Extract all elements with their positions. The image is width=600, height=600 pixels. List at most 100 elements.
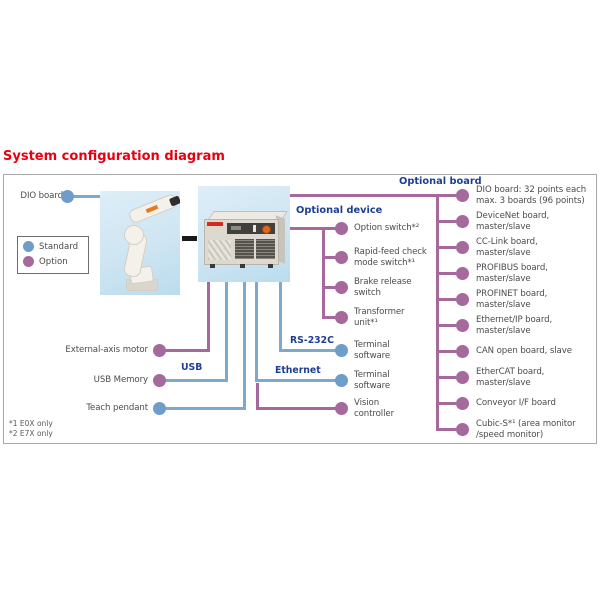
connector-line	[207, 282, 210, 352]
connector-line	[436, 324, 456, 327]
connector-line	[160, 379, 228, 382]
connector-line	[68, 195, 103, 198]
controller-front-face	[204, 219, 279, 265]
controller-image	[198, 186, 290, 282]
controller-foot	[210, 264, 215, 268]
optional-board-item: DIO board: 32 points each max. 3 boards …	[476, 185, 587, 206]
optional-board-item: EtherCAT board, master/slave	[476, 367, 545, 388]
legend: Standard Option	[17, 236, 89, 274]
footnote-2: *2 E7X only	[9, 429, 53, 438]
controller-vent	[235, 239, 254, 259]
option-dot	[335, 222, 348, 235]
optional-device-item: Rapid-feed check mode switch*¹	[354, 247, 427, 268]
label-usb-memory: USB Memory	[93, 375, 148, 385]
legend-standard-label: Standard	[39, 241, 79, 252]
controller-control-panel	[227, 223, 275, 234]
legend-option-label: Option	[39, 256, 68, 267]
controller-display	[231, 226, 241, 230]
optional-board-item: DeviceNet board, master/slave	[476, 211, 550, 232]
connector-line	[225, 282, 228, 382]
connector-line	[279, 282, 282, 352]
label-dio-board: DIO board	[20, 191, 63, 201]
option-dot	[335, 311, 348, 324]
option-dot	[456, 371, 469, 384]
diagram-border	[3, 174, 597, 444]
option-dot	[153, 344, 166, 357]
emergency-stop-button	[262, 225, 271, 234]
connector-line	[160, 349, 210, 352]
option-dot	[335, 251, 348, 264]
controller-brand-label	[207, 222, 223, 226]
controller-switch	[253, 225, 256, 232]
legend-standard-row: Standard	[23, 241, 88, 252]
option-dot	[456, 423, 469, 436]
usb-bus-label: USB	[181, 362, 203, 373]
connector-line	[436, 298, 456, 301]
connector-line	[279, 349, 341, 352]
option-dot	[153, 374, 166, 387]
option-dot	[335, 402, 348, 415]
connector-line	[436, 246, 456, 249]
standard-dot	[153, 402, 166, 415]
ethernet-bus-label: Ethernet	[275, 365, 321, 376]
connector-line	[290, 227, 342, 230]
option-dot	[456, 397, 469, 410]
label-external-axis-motor: External-axis motor	[65, 345, 148, 355]
connector-line	[256, 407, 341, 410]
footnote-1: *1 E0X only	[9, 419, 53, 428]
option-dot	[456, 267, 469, 280]
standard-dot	[23, 241, 34, 252]
standard-dot	[335, 344, 348, 357]
optional-device-item: Transformer unit*¹	[354, 307, 405, 328]
option-dot	[456, 293, 469, 306]
optional-board-item: PROFINET board, master/slave	[476, 289, 548, 310]
connector-line	[436, 402, 456, 405]
connector-line	[436, 428, 456, 431]
standard-dot	[335, 374, 348, 387]
connector-line	[160, 407, 246, 410]
connector-line	[243, 282, 246, 410]
optional-device-item: Option switch*²	[354, 223, 420, 233]
option-dot	[456, 319, 469, 332]
optional-board-header: Optional board	[399, 176, 482, 187]
controller-vent	[256, 239, 275, 259]
legend-option-row: Option	[23, 256, 88, 267]
page-title: System configuration diagram	[3, 149, 225, 164]
optional-device-header: Optional device	[296, 205, 383, 216]
option-dot	[456, 345, 469, 358]
vision-controller-item: Vision controller	[354, 398, 394, 419]
option-dot	[335, 281, 348, 294]
label-teach-pendant: Teach pendant	[86, 403, 148, 413]
option-dot	[456, 215, 469, 228]
standard-dot	[61, 190, 74, 203]
cable-connector	[182, 236, 197, 241]
optional-board-item: CAN open board, slave	[476, 346, 572, 356]
controller-foot	[268, 264, 273, 268]
option-dot	[456, 241, 469, 254]
optional-board-item: Cubic-S*¹ (area monitor /speed monitor)	[476, 419, 576, 440]
terminal-software-item: Terminal software	[354, 370, 391, 391]
connector-line	[322, 316, 338, 319]
rs232c-bus-label: RS-232C	[290, 335, 334, 346]
controller-slats	[208, 240, 231, 260]
option-dot	[456, 189, 469, 202]
connector-line	[290, 194, 463, 197]
connector-line	[256, 383, 259, 410]
connector-line	[436, 376, 456, 379]
connector-line	[436, 350, 456, 353]
robot-image	[100, 191, 180, 295]
optional-device-item: Brake release switch	[354, 277, 412, 298]
option-dot	[23, 256, 34, 267]
optional-board-item: Ethernet/IP board, master/slave	[476, 315, 553, 336]
connector-line	[436, 272, 456, 275]
connector-line	[322, 227, 325, 319]
robot-shoulder-joint	[124, 225, 144, 245]
optional-board-item: PROFIBUS board, master/slave	[476, 263, 548, 284]
optional-board-item: CC-Link board, master/slave	[476, 237, 538, 258]
connector-line	[255, 379, 341, 382]
connector-line	[255, 282, 258, 382]
connector-line	[322, 286, 338, 289]
connector-line	[436, 220, 456, 223]
controller-foot	[240, 264, 245, 268]
